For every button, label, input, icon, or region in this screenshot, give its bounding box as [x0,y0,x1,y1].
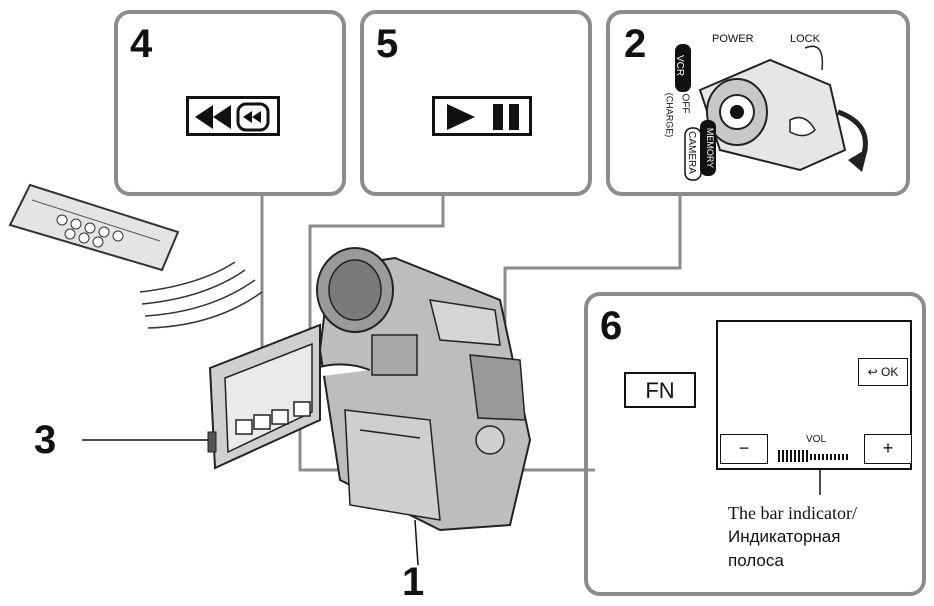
step-4-number: 4 [130,22,153,66]
play-icon [447,104,475,130]
volume-minus-button[interactable]: − [720,434,768,464]
memory-label: MEMORY [705,127,716,169]
caption-line-1: The bar indicator/ [728,503,857,523]
step-5-panel: 5 [360,10,592,196]
power-switch-illustration [675,44,868,181]
camera-label: CAMERA [685,131,697,174]
rewind-button-glyph [186,96,280,136]
lcd-panel-illustration [207,323,321,470]
step-2-number: 2 [624,22,647,66]
camcorder-illustration [285,247,532,532]
step-3-number: 3 [34,418,57,462]
step-5-number: 5 [376,22,399,66]
lock-label: LOCK [790,33,820,45]
infrared-waves [139,261,263,329]
volume-plus-button[interactable]: + [864,434,912,464]
fn-button[interactable]: FN [624,372,696,408]
vcr-label: VCR [674,54,686,77]
power-label: POWER [712,33,754,45]
step-2-panel: 2 [606,10,910,196]
step-4-panel: 4 [114,10,346,196]
caption-line-2: Индикаторная [728,527,841,546]
caption-line-3: полоса [728,551,784,570]
step-6-panel: 6 FN ↩ OK − + VOL The bar indicator/ Инд… [584,292,926,596]
vol-label: VOL [806,434,827,445]
step-6-number: 6 [600,304,623,348]
ok-button[interactable]: ↩ OK [858,358,908,386]
remote-control-illustration [8,183,180,272]
pause-icon [493,104,519,130]
volume-bar-indicator [778,450,848,462]
ok-label: OK [881,365,899,379]
return-arrow-icon: ↩ [867,365,878,379]
step-1-number: 1 [402,560,425,604]
charge-label: (CHARGE) [664,92,675,138]
play-pause-button-glyph [432,96,532,136]
connector-step5 [308,193,445,420]
off-label: OFF [679,93,691,114]
rewind-icon [195,102,270,132]
lcd-screen: ↩ OK − + VOL [716,320,912,470]
